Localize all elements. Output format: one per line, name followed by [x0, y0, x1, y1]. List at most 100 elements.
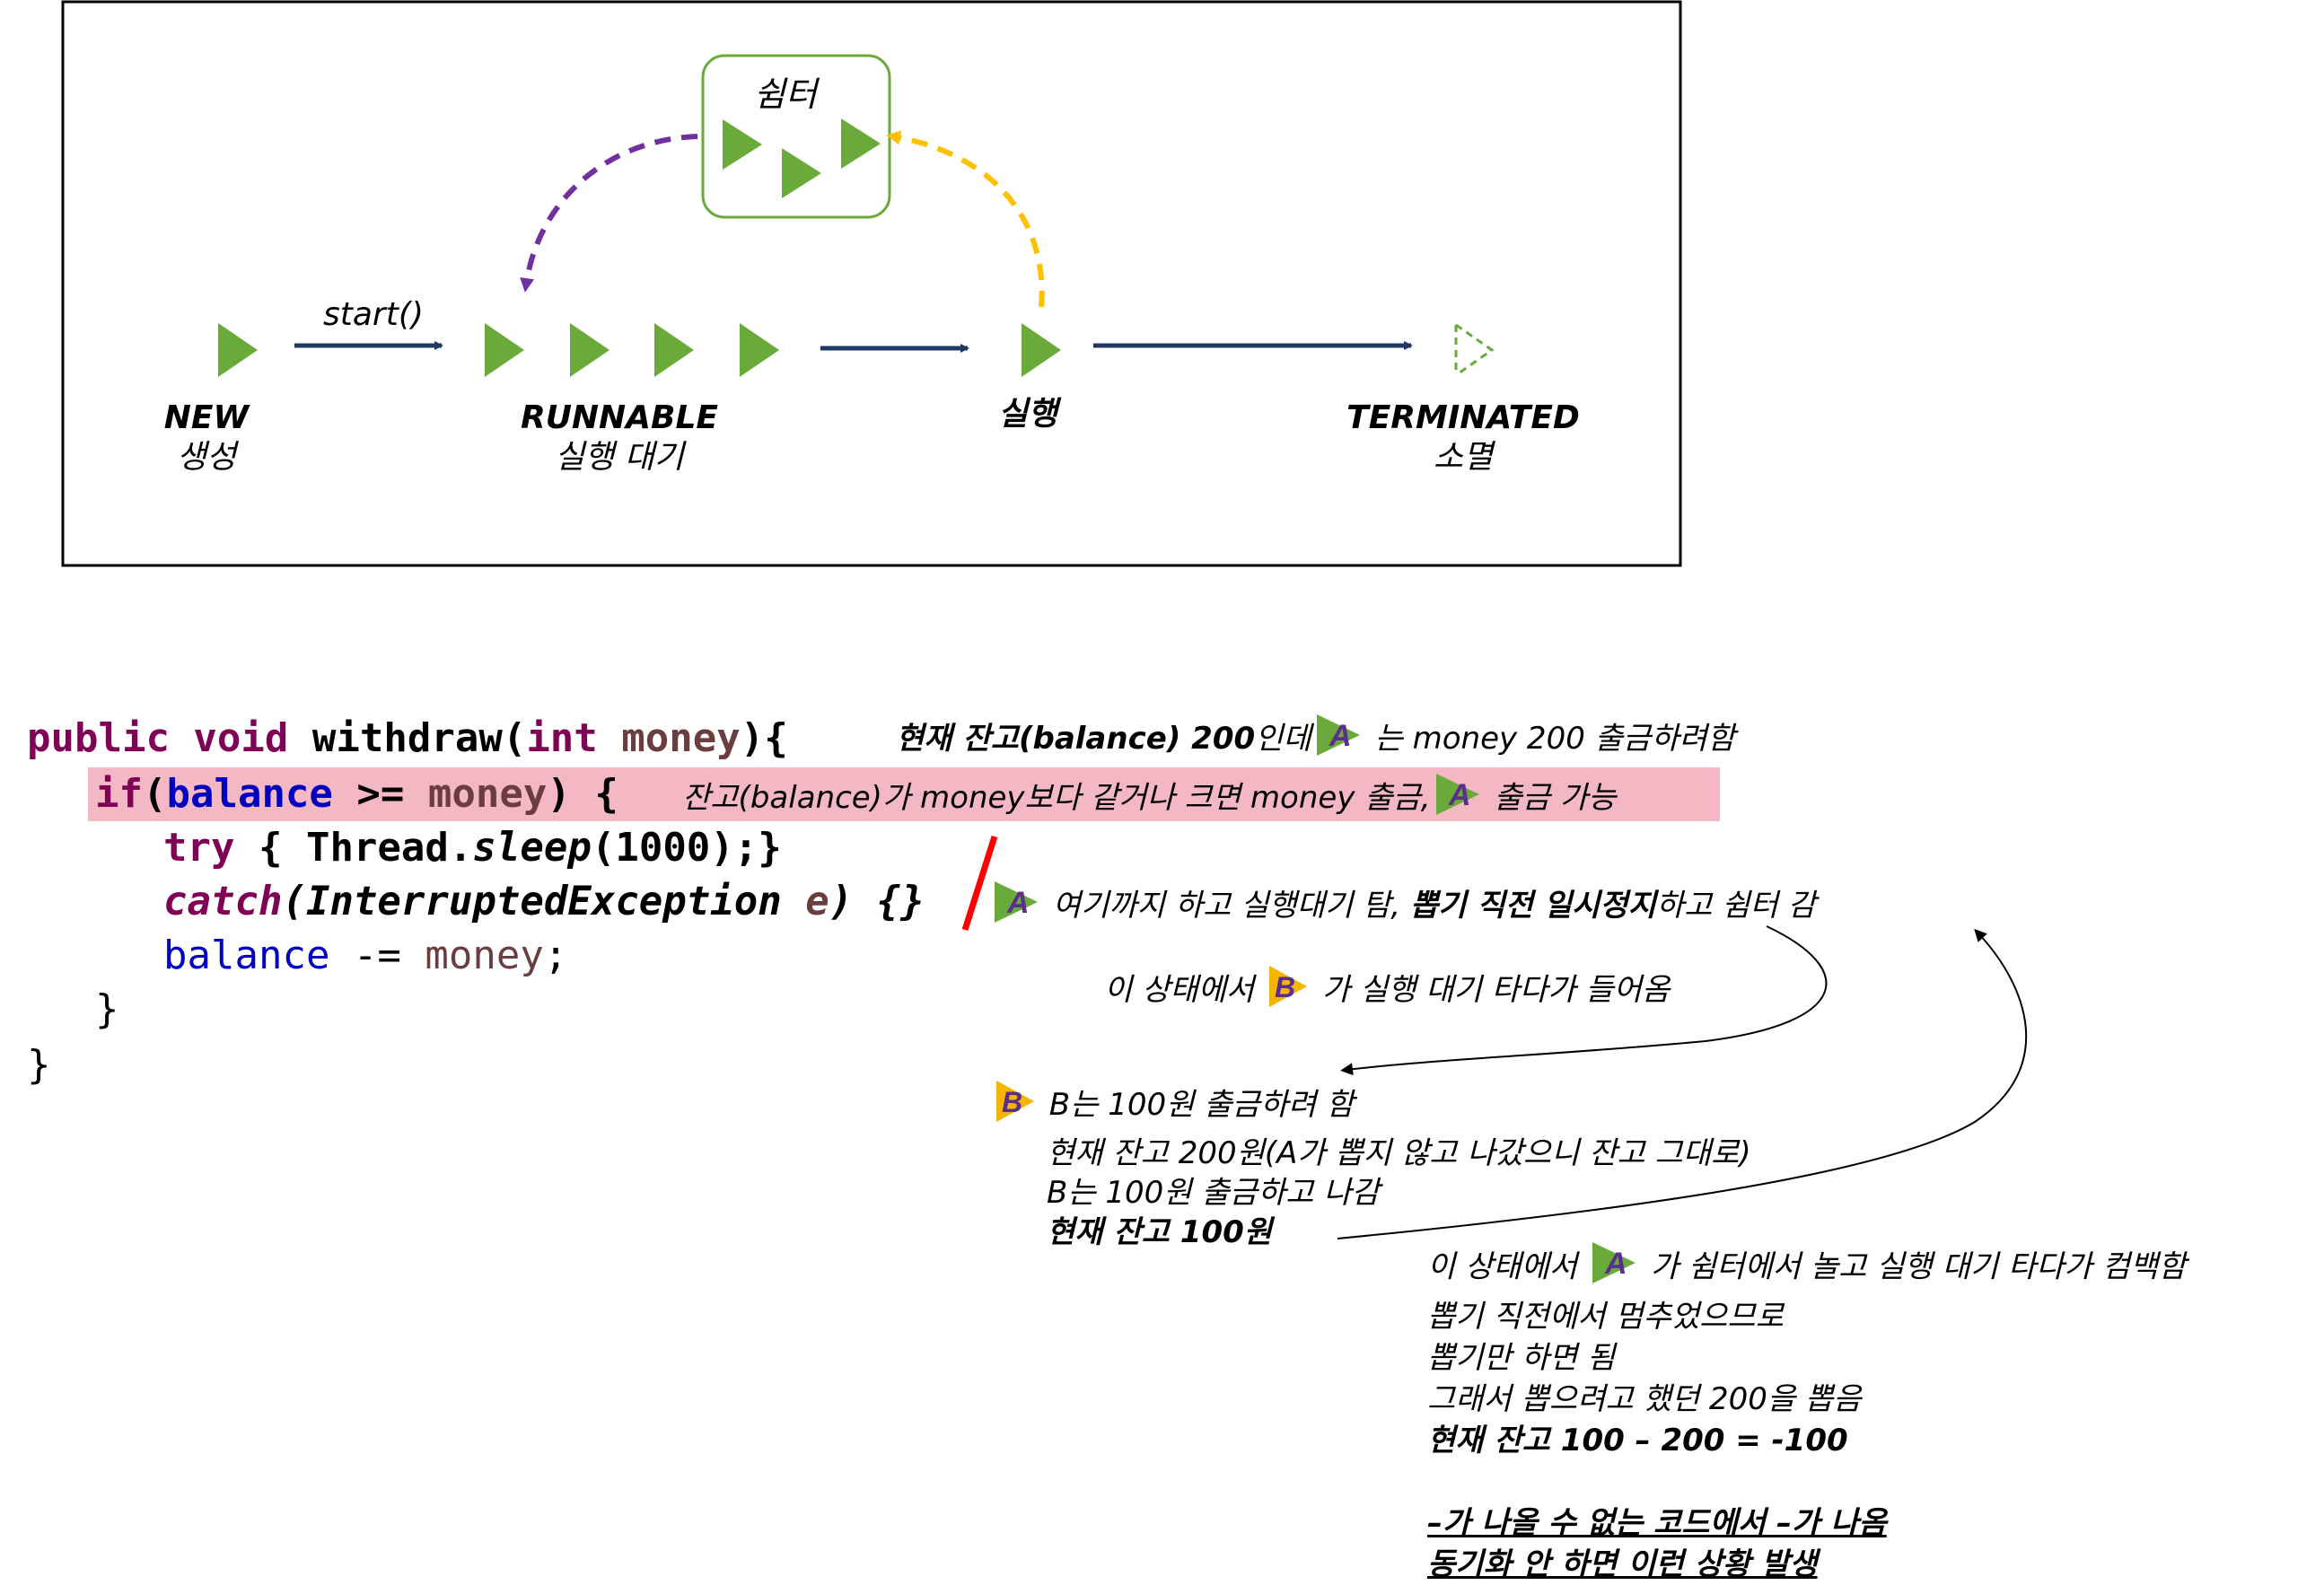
annotation-text: 출금 가능	[1484, 780, 1617, 816]
annotation-line: 뽑기 직전에서 멈추었으므로	[1427, 1299, 1784, 1335]
annotation-b-block: B B는 100원 출금하려 함 현재 잔고 200원(A가 뽑지 않고 나갔으…	[991, 1079, 1751, 1252]
thread-b-badge: B	[995, 1079, 1036, 1134]
annotation-line: 현재 잔고 200원(A가 뽑지 않고 나갔으니 잔고 그대로)	[1047, 1135, 1751, 1171]
code-line-4: catch(InterruptedException e) {}	[163, 875, 925, 929]
runnable-thread-icon	[570, 323, 610, 377]
state-terminated-title: TERMINATED	[1346, 399, 1580, 436]
annotation-text: 가 실행 대기 타다가 들어옴	[1312, 972, 1671, 1008]
state-running-title: 실행	[997, 396, 1058, 433]
annotation-line: 현재 잔고 100원	[1047, 1214, 1273, 1250]
code-param: money	[425, 933, 544, 978]
conclusion-line: 동기화 안 하면 이런 상황 발생	[1427, 1546, 1818, 1582]
go-to-shelter-arrow	[886, 130, 1045, 308]
terminated-thread-icon	[1455, 323, 1495, 377]
code-line-7: }	[27, 1042, 51, 1088]
code-param: money	[427, 771, 548, 817]
shelter-thread-icon	[782, 148, 821, 198]
annotation-text: B는 100원 출금하려 함	[1039, 1087, 1355, 1123]
thread-a-badge: A	[993, 880, 1039, 934]
annotation-text: 이 상태에서	[1427, 1248, 1588, 1285]
annotation-bold: 현재 잔고(balance) 200	[896, 721, 1256, 757]
code-line-2: if(balance >= money) {	[95, 767, 618, 821]
thread-a-badge: A	[1315, 713, 1362, 767]
shelter-thread-icon	[723, 119, 762, 170]
code-param: money	[597, 715, 741, 761]
return-to-runnable-arrow	[520, 134, 698, 293]
pause-cut-mark	[961, 835, 998, 932]
annotation-text: 이 상태에서	[1104, 972, 1265, 1008]
code-operator: >=	[332, 771, 428, 817]
shelter-thread-icon	[841, 118, 881, 169]
annotation-line: 현재 잔고 100 – 200 = -100	[1427, 1423, 1848, 1458]
code-text: (	[142, 771, 167, 817]
code-param: e	[805, 879, 829, 924]
runnable-thread-icon	[654, 323, 694, 377]
start-call-label: start()	[323, 296, 424, 333]
code-keyword: try	[163, 825, 235, 871]
state-runnable: RUNNABLE 실행 대기	[503, 398, 736, 477]
annotation-condition: 잔고(balance)가 money보다 같거나 크면 money 출금, A 출…	[682, 772, 1616, 827]
running-thread-icon	[1022, 323, 1061, 377]
annotation-balance-200: 현재 잔고(balance) 200인데 A 는 money 200 출금하려함	[896, 713, 1735, 767]
code-field: balance	[163, 933, 330, 978]
badge-letter: A	[1329, 719, 1352, 753]
annotation-line: 이 상태에서 A 가 쉼터에서 놀고 실행 대기 타다가 컴백함	[1427, 1240, 2186, 1296]
annotation-line: 뽑기만 하면 됨	[1427, 1340, 1616, 1376]
flow-back-to-a-arrow	[1337, 928, 2028, 1239]
code-line-3: try { Thread.sleep(1000);}	[163, 821, 782, 875]
annotation-line: B B는 100원 출금하려 함	[991, 1079, 1751, 1134]
code-line-6: }	[95, 986, 119, 1032]
state-running: 실행	[978, 395, 1077, 434]
code-line-5: balance -= money;	[163, 929, 567, 983]
flow-to-b-arrow	[1340, 925, 1828, 1076]
badge-letter: A	[1006, 886, 1030, 920]
thread-a-badge: A	[1434, 772, 1481, 827]
annotation-b-enters: 이 상태에서 B 가 실행 대기 타다가 들어옴	[1104, 964, 1670, 1019]
annotation-text: 잔고(balance)가 money보다 같거나 크면 money 출금,	[682, 780, 1431, 816]
badge-letter: A	[1448, 778, 1471, 812]
thread-b-badge: B	[1267, 964, 1309, 1019]
code-field: balance	[166, 771, 333, 817]
state-runnable-sub: 실행 대기	[555, 439, 684, 476]
annotation-text: 는 money 200 출금하려함	[1364, 721, 1736, 757]
annotation-bold: 뽑기 직전 일시정지	[1409, 888, 1656, 924]
code-text: (InterruptedException	[282, 879, 806, 924]
code-keyword: catch	[163, 879, 283, 924]
code-text: ){	[740, 715, 788, 761]
badge-letter: A	[1604, 1247, 1627, 1281]
state-new: NEW 생성	[135, 398, 278, 477]
state-new-sub: 생성	[176, 439, 237, 476]
badge-letter: B	[1275, 971, 1295, 1003]
code-static-method: sleep	[472, 825, 592, 871]
runnable-thread-icon	[740, 323, 779, 377]
code-text: ) {	[547, 771, 618, 817]
diagram-frame	[61, 0, 1682, 567]
code-keyword: public void	[27, 715, 289, 761]
annotation-text: 여기까지 하고 실행대기 탐,	[1043, 888, 1410, 924]
code-keyword: if	[95, 771, 143, 817]
new-thread-icon	[218, 323, 258, 377]
code-text: ;	[543, 933, 568, 978]
badge-letter: B	[1002, 1086, 1022, 1118]
annotation-a-block: 이 상태에서 A 가 쉼터에서 놀고 실행 대기 타다가 컴백함 뽑기 직전에서…	[1427, 1240, 2186, 1585]
shelter-label: 쉼터	[754, 74, 817, 114]
annotation-text: 가 쉼터에서 놀고 실행 대기 타다가 컴백함	[1641, 1248, 2187, 1285]
code-line-1: public void withdraw(int money){	[27, 712, 788, 766]
code-text: { Thread.	[234, 825, 473, 871]
runnable-thread-icon	[485, 323, 524, 377]
annotation-line: B는 100원 출금하고 나감	[1047, 1175, 1380, 1211]
state-new-title: NEW	[163, 399, 250, 436]
code-operator: -=	[329, 933, 425, 978]
annotation-spacer	[1427, 1461, 2186, 1502]
annotation-text: 하고 쉼터 감	[1655, 888, 1816, 924]
thread-a-badge: A	[1591, 1240, 1637, 1296]
code-text: (1000);}	[591, 825, 782, 871]
state-runnable-title: RUNNABLE	[520, 399, 719, 436]
state-terminated-sub: 소멸	[1433, 439, 1494, 476]
code-text: ) {}	[829, 879, 925, 924]
state-terminated: TERMINATED 소멸	[1337, 398, 1589, 477]
annotation-pause: A 여기까지 하고 실행대기 탐, 뽑기 직전 일시정지하고 쉼터 감	[989, 880, 1816, 934]
code-type: int	[526, 715, 598, 761]
annotation-text: 인데	[1255, 721, 1311, 757]
code-method-name: withdraw(	[288, 715, 527, 761]
